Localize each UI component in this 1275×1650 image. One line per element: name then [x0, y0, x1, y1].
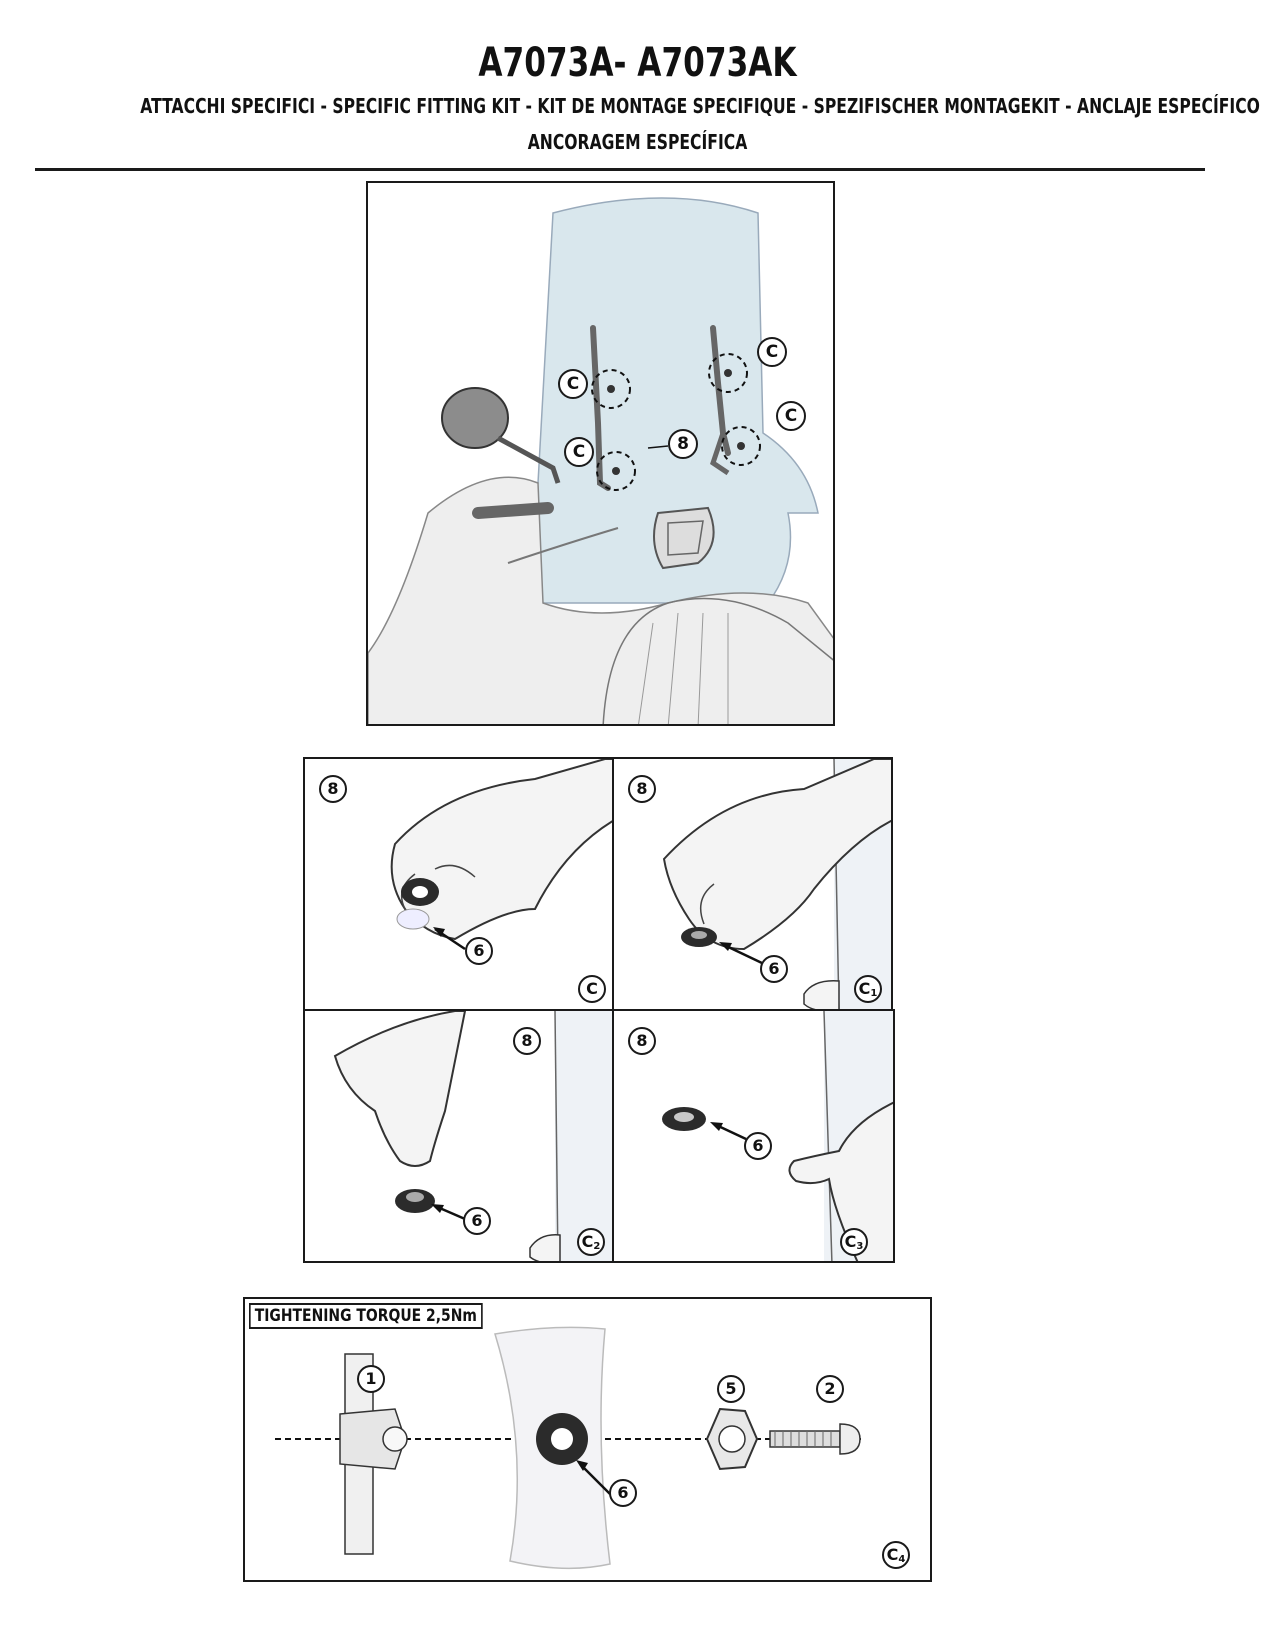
callout-part-6: 6	[609, 1479, 637, 1507]
torque-exploded-view: TIGHTENING TORQUE 2,5Nm 1 6 5 2 C4	[243, 1297, 932, 1582]
callout-part-1: 1	[357, 1365, 385, 1393]
step-panel-c2: 8 6 C2	[303, 1009, 614, 1263]
callout-part-6: 6	[744, 1132, 772, 1160]
callout-part-2: 2	[816, 1375, 844, 1403]
grommet-fitted-illustration	[662, 1011, 893, 1261]
step-panel-c1: 8 6 C1	[612, 757, 893, 1011]
step-panel-c: 8 6 C	[303, 757, 614, 1011]
callout-part-8: 8	[319, 775, 347, 803]
callout-part-6: 6	[465, 937, 493, 965]
callout-c: C	[558, 369, 588, 399]
attachment-point-marker	[596, 451, 636, 491]
callout-c: C	[776, 401, 806, 431]
hand-inserting-grommet-illustration	[662, 759, 891, 1009]
tightening-torque-label: TIGHTENING TORQUE 2,5Nm	[249, 1303, 483, 1329]
callout-c: C	[757, 337, 787, 367]
callout-part-8: 8	[628, 1027, 656, 1055]
callout-part-5: 5	[717, 1375, 745, 1403]
step-label-c3: C3	[840, 1228, 868, 1256]
callout-c: C	[564, 437, 594, 467]
step-label-c4: C4	[882, 1541, 910, 1569]
step-label-c: C	[578, 975, 606, 1003]
subtitle-line-2: ANCORAGEM ESPECÍFICA	[527, 130, 748, 154]
scooter-windscreen-illustration	[368, 197, 833, 724]
attachment-point-marker	[708, 353, 748, 393]
step-label-c1: C1	[854, 975, 882, 1003]
main-assembly-view: C C C C 8	[366, 181, 835, 726]
hand-inserting-grommet-illustration	[390, 759, 612, 951]
hand-pressing-grommet-illustration	[333, 1011, 612, 1261]
document-title: A7073A- A7073AK	[478, 40, 797, 86]
callout-part-6: 6	[760, 955, 788, 983]
exploded-fastener-illustration	[275, 1326, 865, 1570]
callout-part-8: 8	[628, 775, 656, 803]
step-label-c2: C2	[577, 1228, 605, 1256]
subtitle-line-1: ATTACCHI SPECIFICI - SPECIFIC FITTING KI…	[140, 94, 1260, 118]
header-divider	[35, 168, 1205, 171]
callout-part-8: 8	[668, 429, 698, 459]
callout-part-8: 8	[513, 1027, 541, 1055]
attachment-point-marker	[591, 369, 631, 409]
step-panel-c3: 8 6 C3	[612, 1009, 895, 1263]
attachment-point-marker	[721, 426, 761, 466]
callout-part-6: 6	[463, 1207, 491, 1235]
